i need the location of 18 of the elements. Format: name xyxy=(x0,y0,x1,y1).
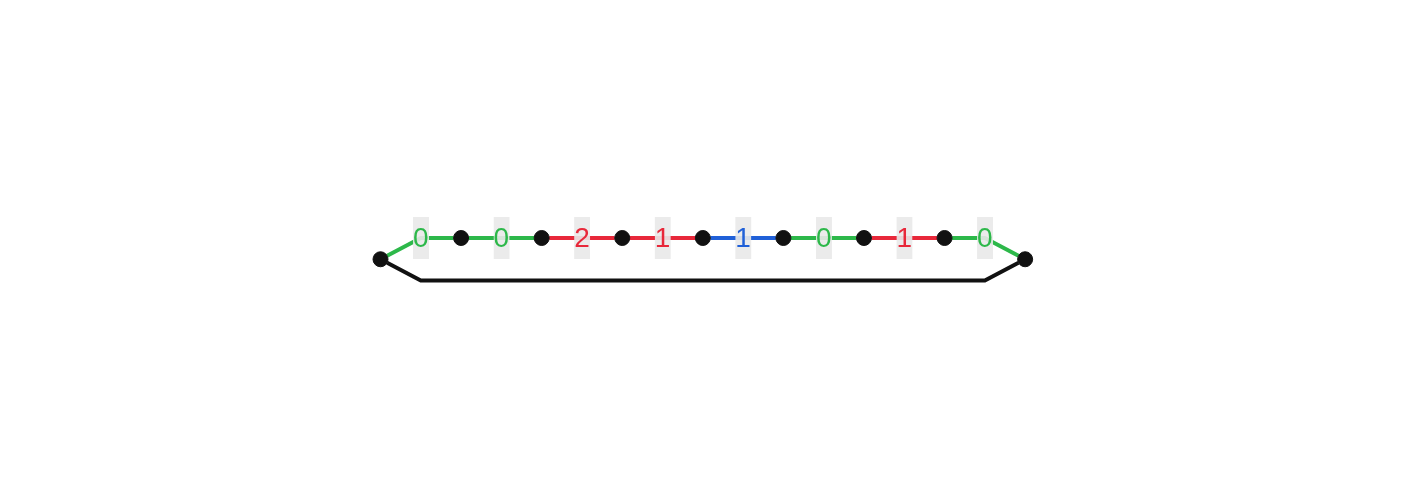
node-circle xyxy=(1017,251,1034,268)
edge-label: 0 xyxy=(816,222,832,254)
node-circle xyxy=(775,230,792,247)
node-circle xyxy=(695,230,711,247)
node-circle xyxy=(453,230,470,247)
edge-label: 0 xyxy=(413,222,429,254)
node-circle xyxy=(533,230,550,247)
edge-label: 2 xyxy=(574,222,590,254)
node-circle xyxy=(614,230,631,247)
edge-label: 1 xyxy=(735,222,752,254)
edge-label: 1 xyxy=(654,222,671,254)
edge-label: 1 xyxy=(896,222,913,254)
node-circle xyxy=(936,230,953,247)
node-circle xyxy=(856,230,873,247)
connector xyxy=(386,261,1020,283)
edge-label: 0 xyxy=(493,222,510,254)
node-circle xyxy=(372,251,389,268)
edge-label: 0 xyxy=(977,222,993,254)
